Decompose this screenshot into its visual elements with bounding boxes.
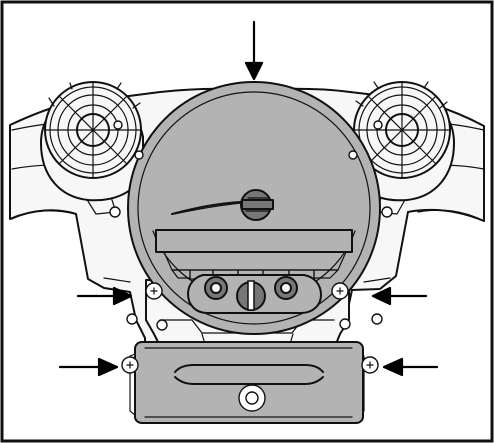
cd-unit-icon	[122, 341, 377, 424]
arrow-icon	[58, 20, 439, 377]
radio-unit-icon	[127, 81, 381, 335]
screw-icon	[109, 120, 393, 374]
left-air-vent-icon	[40, 81, 144, 202]
